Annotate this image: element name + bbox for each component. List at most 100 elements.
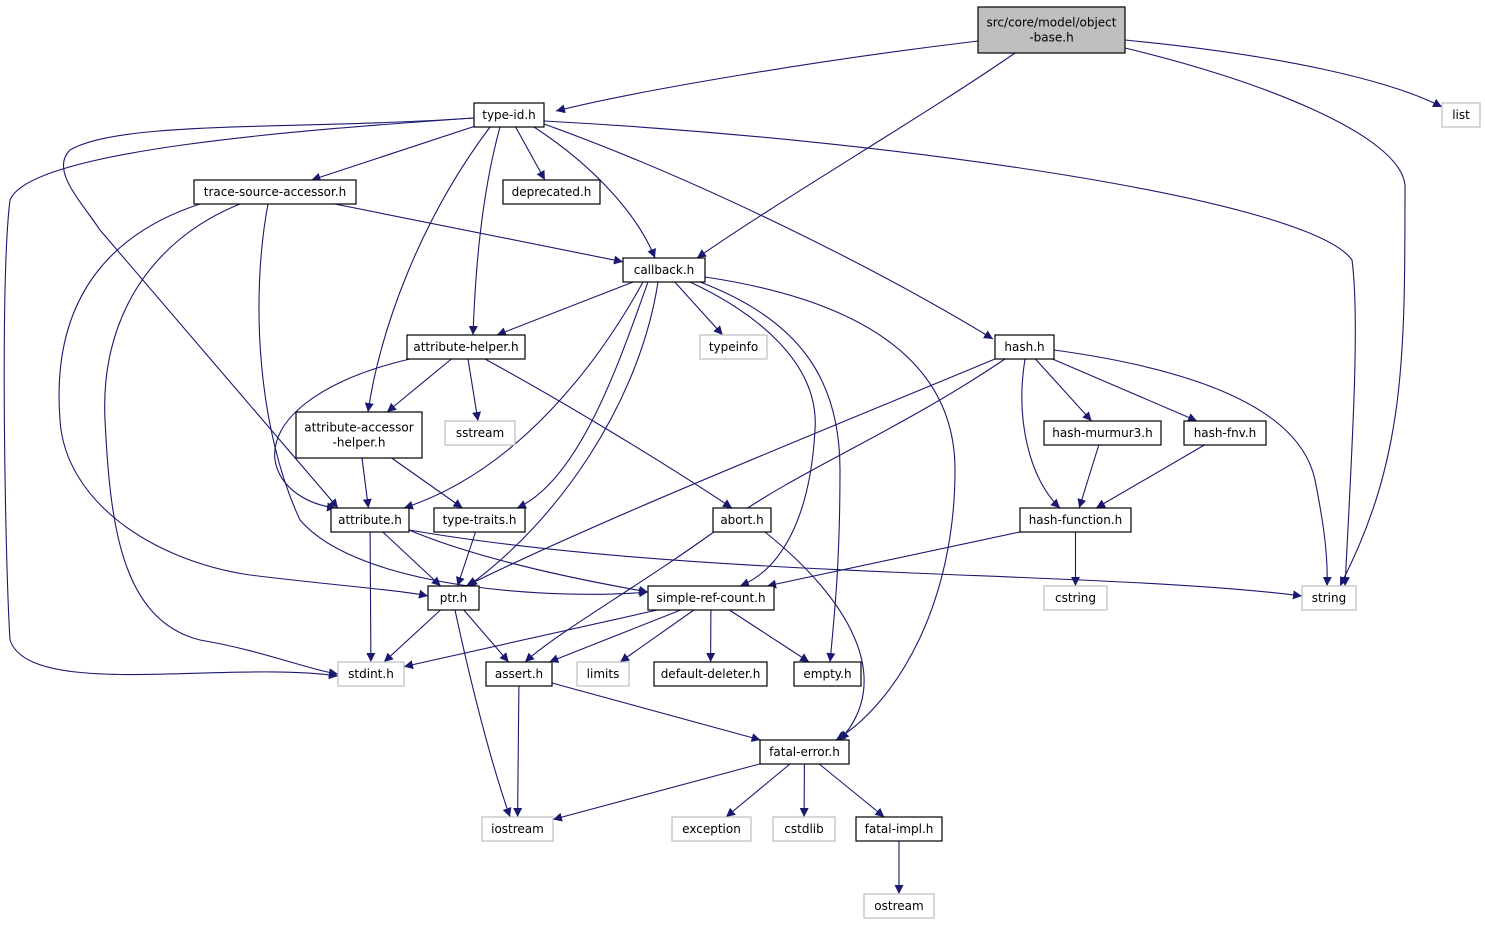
edge-hash-to-ptr [465, 358, 996, 587]
edge-trace-source-accessor-to-ptr [58, 203, 429, 599]
edge-fatal-error-to-iostream [552, 763, 761, 822]
node-object-base[interactable]: src/core/model/object-base.h [977, 6, 1126, 54]
node-fatal-impl[interactable]: fatal-impl.h [855, 816, 943, 842]
node-abort[interactable]: abort.h [712, 507, 772, 533]
edge-type-id-to-attribute-accessor-helper [364, 126, 491, 413]
node-box [994, 334, 1055, 360]
node-empty[interactable]: empty.h [793, 661, 862, 687]
node-assert[interactable]: assert.h [485, 661, 553, 687]
node-stdint[interactable]: stdint.h [337, 661, 405, 687]
node-fatal-error[interactable]: fatal-error.h [759, 739, 850, 765]
node-sstream[interactable]: sstream [444, 420, 516, 446]
node-default-deleter[interactable]: default-deleter.h [653, 661, 768, 687]
node-exception[interactable]: exception [671, 816, 752, 842]
node-ostream[interactable]: ostream [863, 893, 935, 919]
node-attribute-helper[interactable]: attribute-helper.h [406, 334, 526, 360]
node-cstring[interactable]: cstring [1043, 585, 1108, 611]
node-limits[interactable]: limits [576, 661, 630, 687]
node-callback[interactable]: callback.h [622, 257, 706, 283]
node-label: ostream [874, 899, 923, 913]
nodes-layer: src/core/model/object-base.h type-id.h lis… [193, 6, 1481, 919]
node-label: sstream [456, 426, 504, 440]
edge-attribute-to-ptr [382, 531, 442, 587]
edge-assert-to-iostream [513, 685, 523, 818]
edge-ptr-to-iostream [454, 609, 512, 818]
node-typeinfo[interactable]: typeinfo [699, 334, 768, 360]
node-label: fatal-error.h [769, 745, 840, 759]
node-label: fatal-impl.h [865, 822, 934, 836]
node-label: attribute-accessor [304, 421, 413, 435]
node-box [855, 816, 943, 842]
node-box [433, 507, 526, 533]
node-iostream[interactable]: iostream [481, 816, 554, 842]
node-ptr[interactable]: ptr.h [427, 585, 480, 611]
node-box [1183, 420, 1267, 446]
edge-callback-to-empty [699, 281, 841, 663]
node-hash-function[interactable]: hash-function.h [1019, 507, 1132, 533]
node-type-id[interactable]: type-id.h [473, 102, 545, 128]
edge-callback-to-fatal-error [704, 276, 956, 741]
node-hash-murmur3[interactable]: hash-murmur3.h [1043, 420, 1162, 446]
node-type-traits[interactable]: type-traits.h [433, 507, 526, 533]
edge-callback-to-simple-ref-count [689, 281, 816, 587]
node-attribute[interactable]: attribute.h [330, 507, 410, 533]
node-box [1441, 102, 1481, 128]
node-label: hash-murmur3.h [1052, 426, 1152, 440]
edge-object-base-to-string [1124, 47, 1406, 587]
node-attribute-accessor-helper[interactable]: attribute-accessor-helper.h [295, 411, 423, 459]
edge-object-base-to-type-id [555, 40, 979, 114]
node-box [473, 102, 545, 128]
node-box [759, 739, 850, 765]
node-label: -helper.h [333, 436, 386, 450]
edge-attribute-to-simple-ref-count [408, 529, 649, 595]
edge-callback-to-attribute-helper [496, 281, 634, 336]
node-label: -base.h [1029, 31, 1073, 45]
edge-type-id-to-deprecated [515, 126, 546, 181]
node-box [295, 411, 423, 459]
node-box [647, 585, 775, 611]
edge-callback-to-ptr [467, 281, 659, 587]
edge-type-id-to-string [543, 120, 1356, 587]
node-hash[interactable]: hash.h [994, 334, 1055, 360]
node-list[interactable]: list [1441, 102, 1481, 128]
node-label: hash-function.h [1029, 513, 1123, 527]
node-label: empty.h [803, 667, 851, 681]
edge-type-id-to-attribute-helper [468, 126, 501, 336]
node-label: attribute.h [338, 513, 402, 527]
node-box [485, 661, 553, 687]
edge-hash-to-hash-fnv [1052, 358, 1198, 422]
node-label: src/core/model/object [987, 16, 1117, 30]
edge-hash-murmur3-to-hash-function [1077, 444, 1100, 509]
node-label: abort.h [720, 513, 763, 527]
node-trace-source-accessor[interactable]: trace-source-accessor.h [193, 179, 357, 205]
edge-object-base-to-list [1124, 39, 1443, 108]
node-cstdlib[interactable]: cstdlib [772, 816, 836, 842]
node-label: iostream [491, 822, 544, 836]
node-label: deprecated.h [512, 185, 592, 199]
node-label: default-deleter.h [661, 667, 761, 681]
node-string[interactable]: string [1301, 585, 1357, 611]
edge-trace-source-accessor-to-stdint [104, 203, 339, 678]
node-box [1301, 585, 1357, 611]
node-label: attribute-helper.h [413, 340, 518, 354]
edge-type-traits-to-ptr [456, 531, 477, 587]
edge-type-id-to-hash [543, 123, 994, 340]
node-label: type-traits.h [443, 513, 517, 527]
edge-callback-to-typeinfo [674, 281, 724, 336]
node-box [977, 6, 1126, 54]
node-box [427, 585, 480, 611]
edge-simple-ref-count-to-stdint [403, 609, 658, 670]
node-box [330, 507, 410, 533]
node-hash-fnv[interactable]: hash-fnv.h [1183, 420, 1267, 446]
node-deprecated[interactable]: deprecated.h [502, 179, 601, 205]
node-box [502, 179, 601, 205]
node-box [712, 507, 772, 533]
node-box [863, 893, 935, 919]
node-simple-ref-count[interactable]: simple-ref-count.h [647, 585, 775, 611]
edge-attribute-accessor-helper-to-attribute [361, 457, 372, 509]
edge-attribute-helper-to-sstream [467, 358, 482, 422]
node-box [444, 420, 516, 446]
node-box [671, 816, 752, 842]
edge-ptr-to-assert [463, 609, 510, 663]
